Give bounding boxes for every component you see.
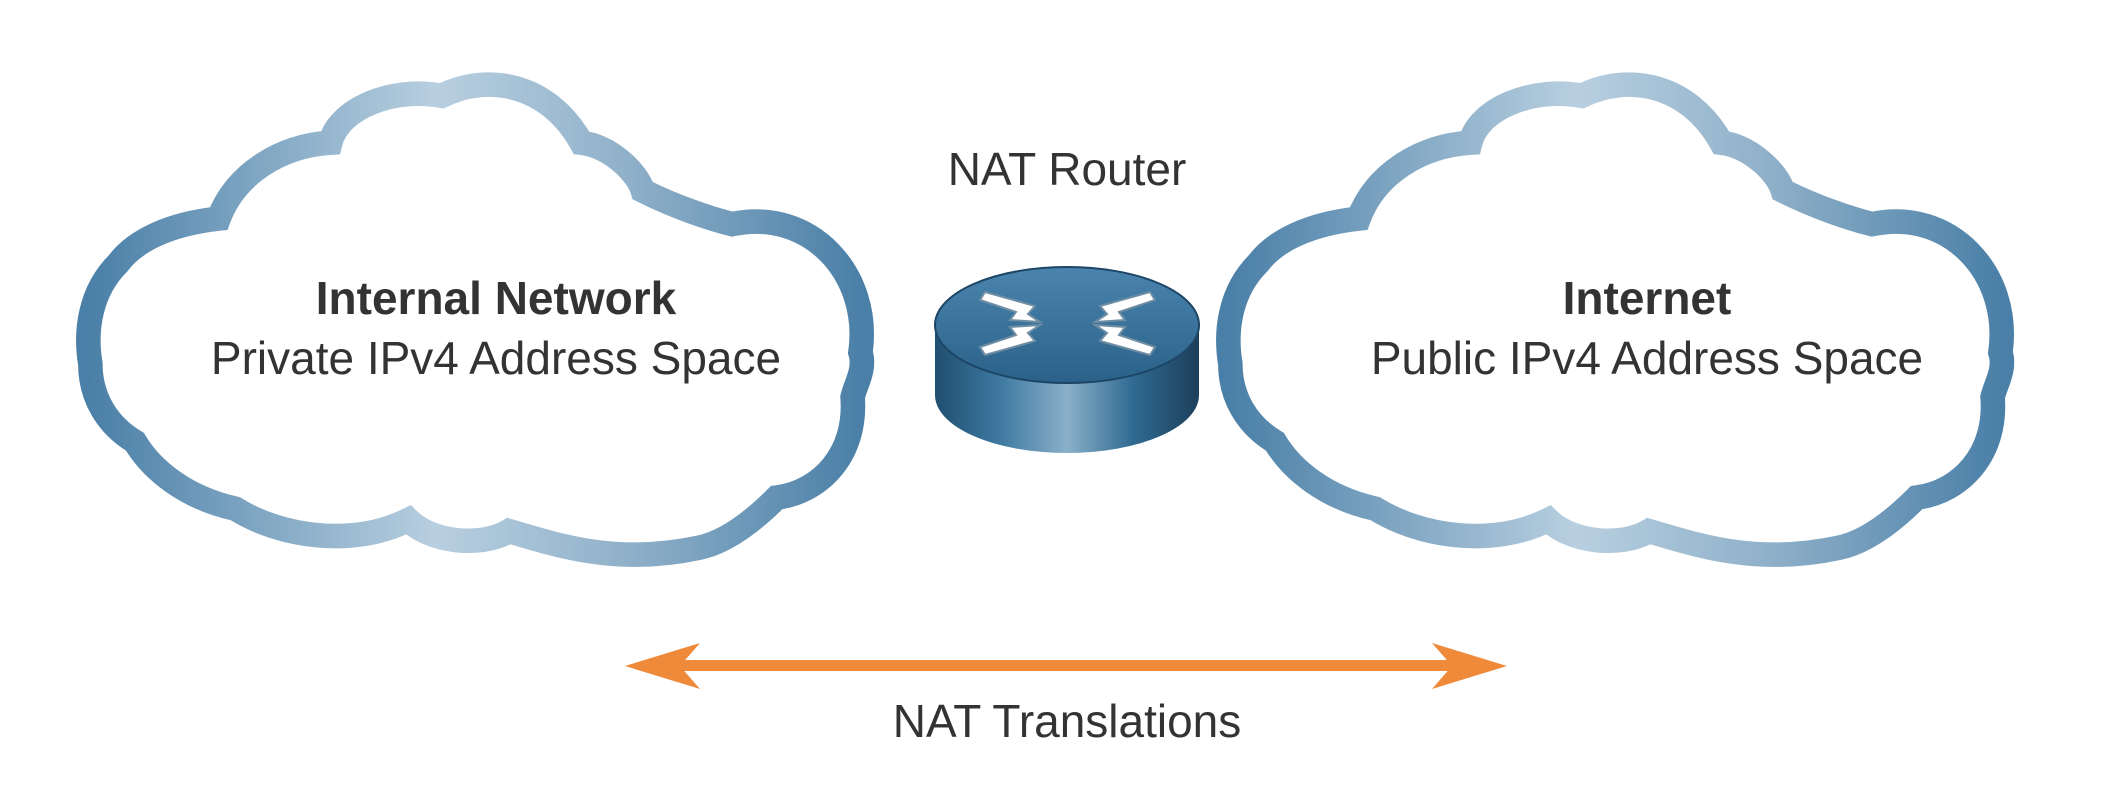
internet-subtitle: Public IPv4 Address Space [1371, 332, 1923, 384]
internal-network-title: Internal Network [316, 272, 677, 324]
double-arrow-icon [625, 643, 1507, 689]
router-icon [934, 266, 1200, 453]
internet-title: Internet [1563, 272, 1732, 324]
translations-label: NAT Translations [893, 695, 1242, 747]
internal-network-subtitle: Private IPv4 Address Space [211, 332, 781, 384]
nat-router: NAT Router [934, 143, 1200, 453]
router-label: NAT Router [948, 143, 1187, 195]
nat-translations: NAT Translations [625, 643, 1507, 747]
